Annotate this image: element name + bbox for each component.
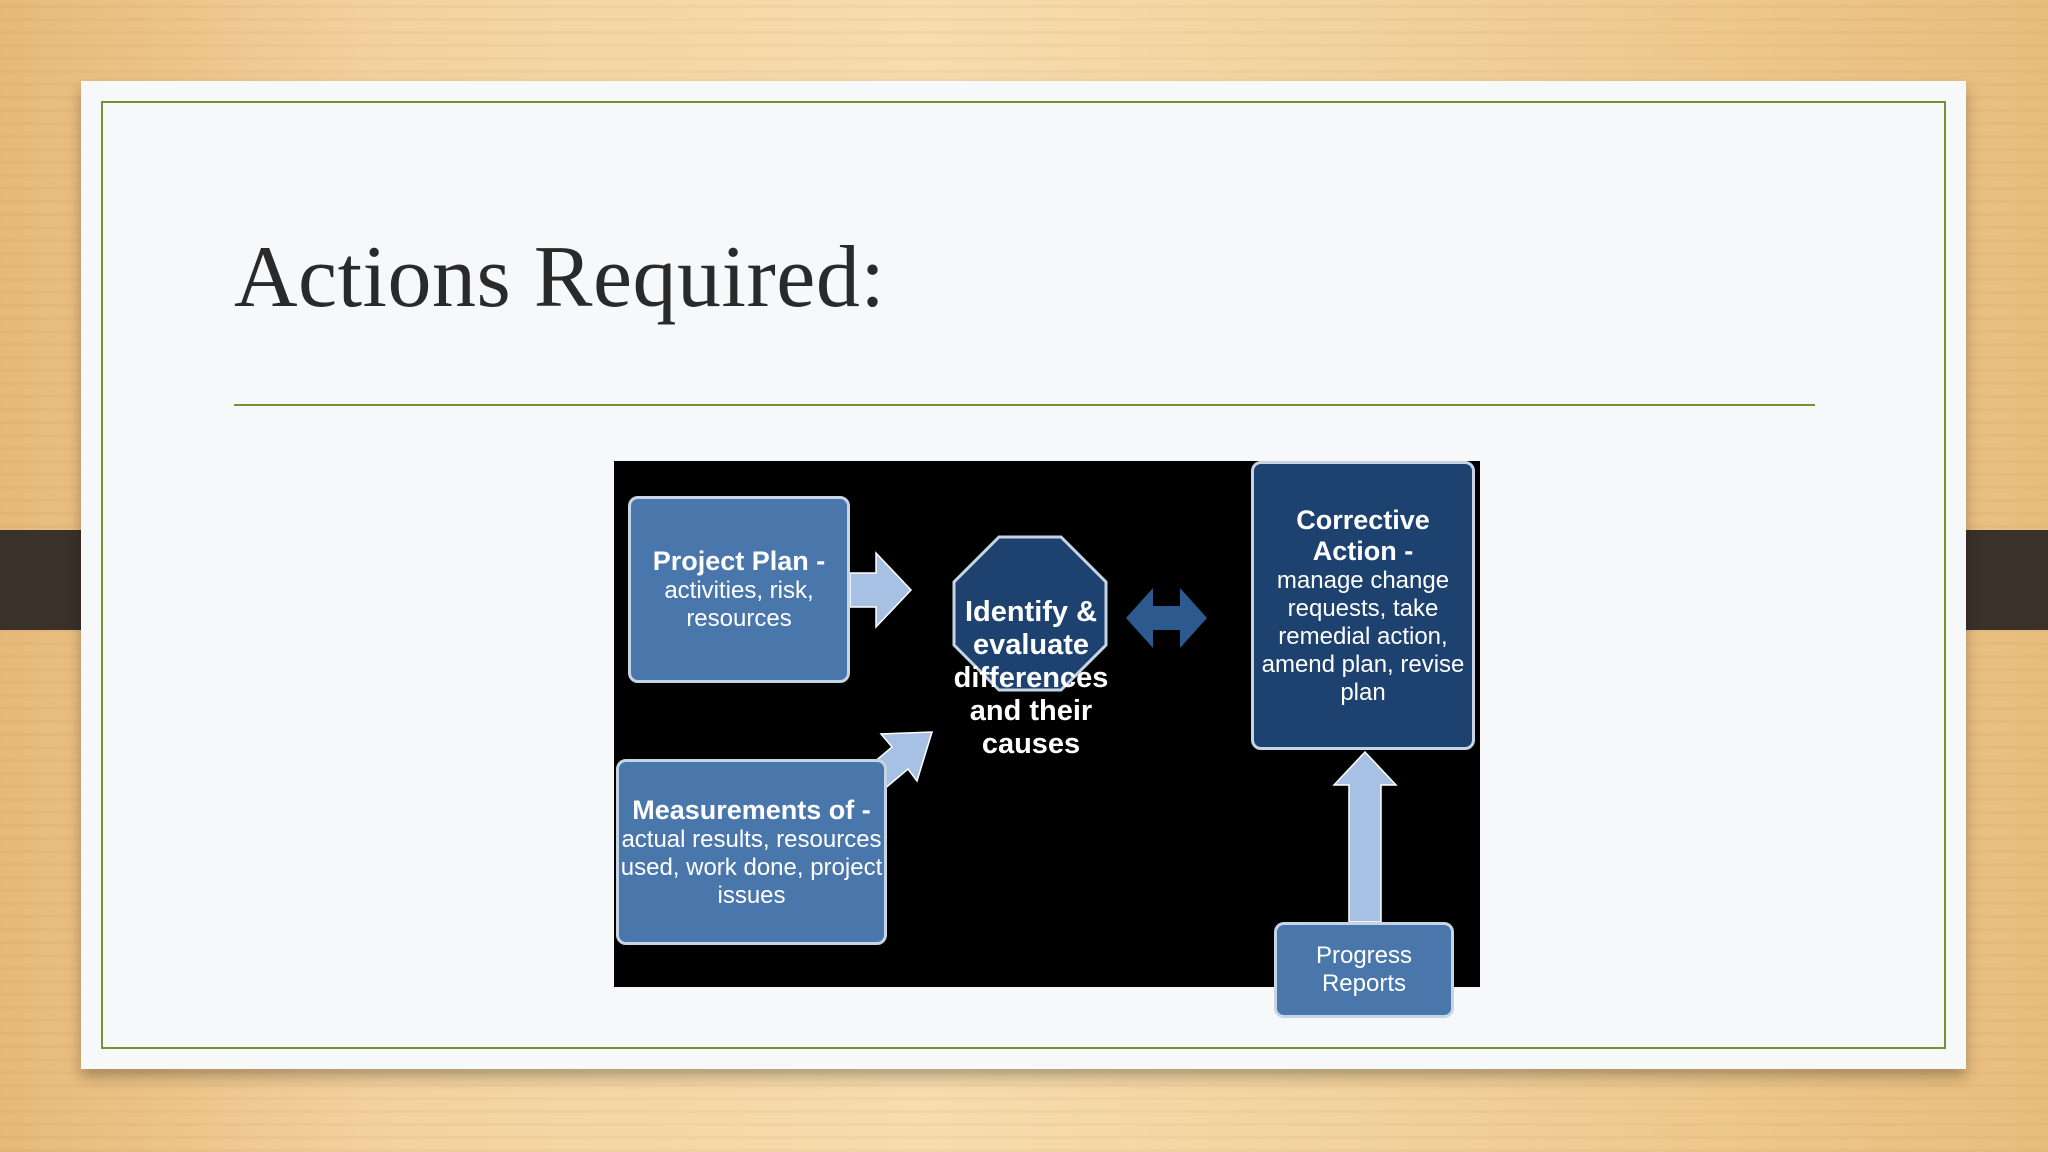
- corrective-action-body: manage change requests, take remedial ac…: [1261, 566, 1465, 706]
- project-plan-heading: Project Plan -: [652, 546, 826, 576]
- arrow-up-icon: [1332, 750, 1398, 923]
- slide-title: Actions Required:: [234, 229, 886, 326]
- center-octagon: [952, 535, 1108, 692]
- progress-reports-box: Progress Reports: [1274, 922, 1454, 1018]
- measurements-body: actual results, resources used, work don…: [620, 825, 883, 909]
- process-diagram: Identify & evaluate differences and thei…: [614, 461, 1480, 1018]
- corrective-action-box: Corrective Action - manage change reques…: [1251, 461, 1475, 750]
- measurements-heading: Measurements of -: [632, 794, 871, 825]
- measurements-box: Measurements of - actual results, resour…: [616, 759, 887, 945]
- double-arrow-icon: [1126, 588, 1207, 648]
- project-plan-box: Project Plan - activities, risk, resourc…: [628, 496, 850, 683]
- progress-reports-label: Progress Reports: [1315, 942, 1413, 997]
- corrective-action-heading: Corrective Action -: [1296, 504, 1430, 566]
- slide-border: [101, 101, 1946, 1049]
- project-plan-body: activities, risk, resources: [664, 577, 814, 632]
- slide-card: Actions Required: Identify & evaluate di…: [81, 81, 1966, 1069]
- title-divider: [234, 404, 1815, 406]
- arrow-right-icon: [849, 551, 913, 629]
- center-label: Identify & evaluate differences and thei…: [953, 595, 1109, 760]
